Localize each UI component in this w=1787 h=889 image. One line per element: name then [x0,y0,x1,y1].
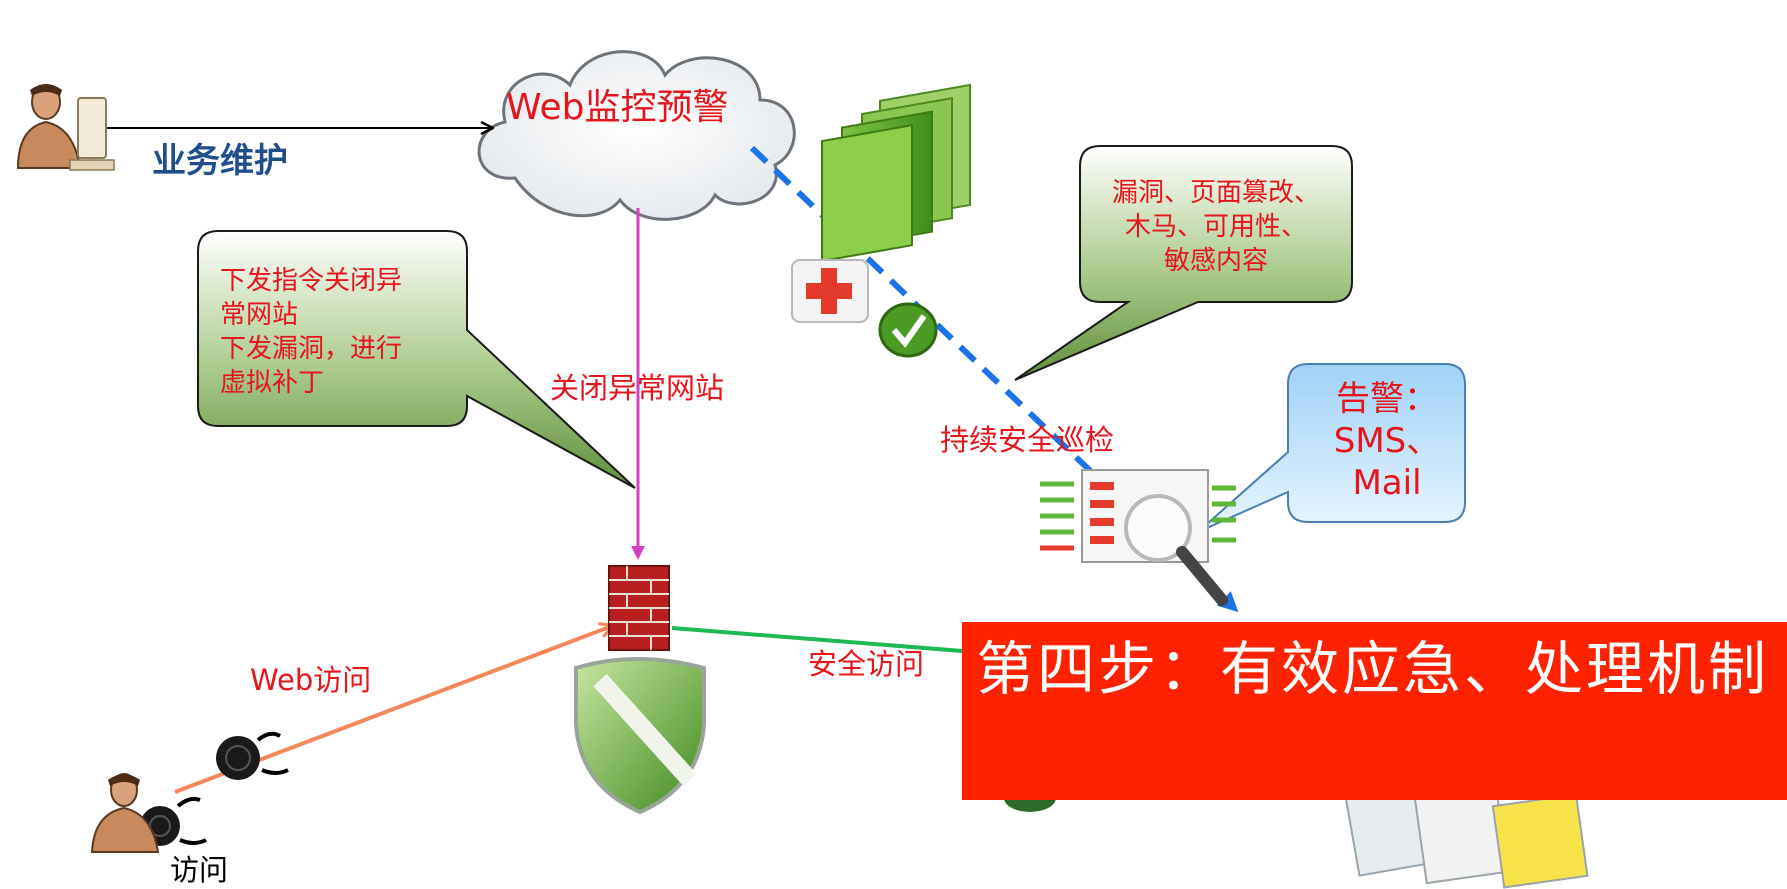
threat-bomb-icon [140,731,289,846]
firewall-icon [608,565,670,651]
visit-label: 访问 [170,853,229,887]
attacker-user-icon [90,773,160,853]
report-magnifier-icon [1040,469,1236,606]
maintenance-label: 业务维护 [152,141,288,181]
close-abnormal-label: 关闭异常网站 [550,371,725,405]
top-right-callout-shape [1014,145,1353,381]
security-scan-icon [791,83,971,358]
web-access-label: Web访问 [250,663,372,697]
safe-access-line [671,626,976,654]
cloud-icon [477,50,796,221]
cloud-label: Web监控预警 [506,87,729,128]
step-banner-text: 第四步：有效应急、处理机制 [976,635,1770,703]
top-right-callout-text: 漏洞、页面篡改、 木马、可用性、 敏感内容 [1111,178,1320,276]
left-callout-shape [197,230,636,489]
alert-callout-text: 告警： SMS、 Mail [1333,379,1441,503]
maintenance-user-icon [16,84,115,171]
left-callout-text: 下发指令关闭异 常网站 下发漏洞，进行 虚拟补丁 [220,266,403,398]
alert-callout-shape [1197,363,1466,533]
step-banner: 第四步：有效应急、处理机制 [962,622,1787,800]
safe-access-label: 安全访问 [808,647,925,681]
shield-icon [574,657,706,815]
continuous-patrol-label: 持续安全巡检 [940,423,1115,457]
